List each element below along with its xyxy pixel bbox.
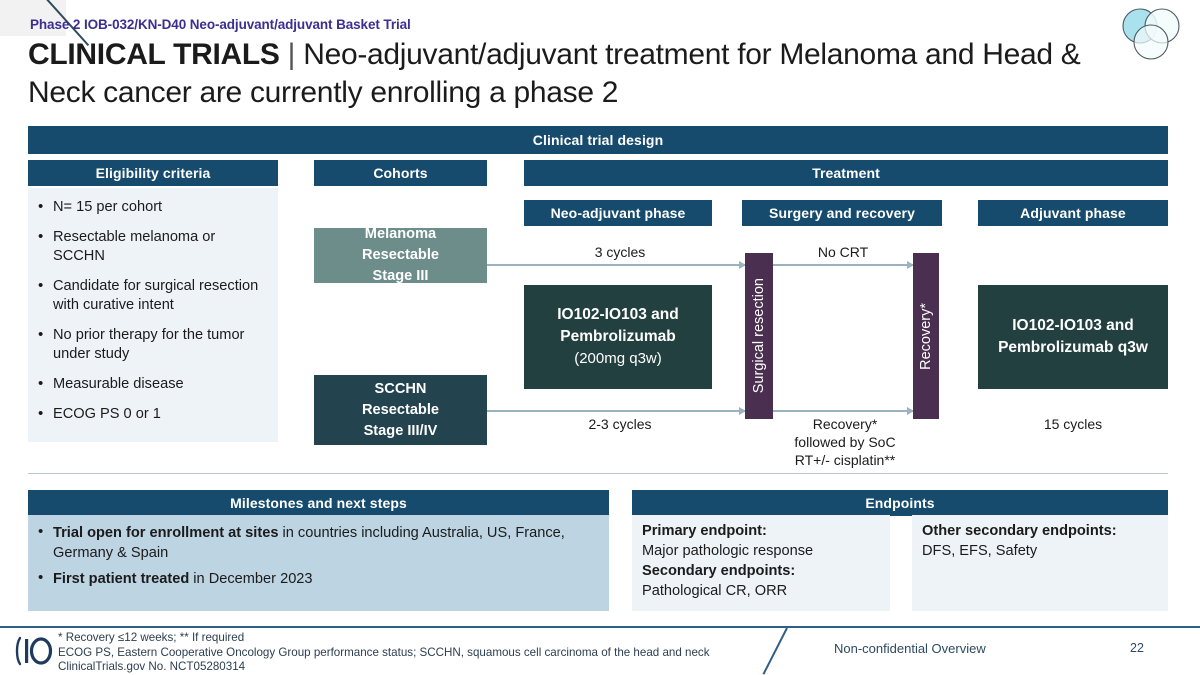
milestone-rest-2: in December 2023 <box>189 571 313 587</box>
milestones-panel: Trial open for enrollment at sites in co… <box>28 515 609 611</box>
neoadjuvant-phase-header: Neo-adjuvant phase <box>524 200 712 226</box>
list-item: Trial open for enrollment at sites in co… <box>36 522 595 563</box>
adj-line-1: IO102-IO103 and <box>1012 317 1134 334</box>
section-divider <box>28 473 1168 474</box>
io-wordmark-logo <box>15 636 53 666</box>
primary-endpoint-value: Major pathologic response <box>642 543 814 559</box>
label-melanoma-cycles: 3 cycles <box>594 244 646 260</box>
footer-page-number: 22 <box>1130 641 1144 655</box>
endpoints-panel: Primary endpoint: Major pathologic respo… <box>632 515 1168 611</box>
footer-note-2: ECOG PS, Eastern Cooperative Oncology Gr… <box>58 645 710 659</box>
recovery-bar: Recovery* <box>913 253 939 419</box>
milestone-bold-1: Trial open for enrollment at sites <box>53 525 279 541</box>
milestones-header: Milestones and next steps <box>28 490 609 516</box>
list-item: Measurable disease <box>36 374 268 394</box>
eligibility-criteria-panel: N= 15 per cohort Resectable melanoma or … <box>28 188 278 442</box>
list-item: No prior therapy for the tumor under stu… <box>36 325 268 364</box>
eligibility-criteria-header: Eligibility criteria <box>28 160 278 186</box>
arrow-melanoma-to-surgery <box>487 261 746 269</box>
secondary-endpoints-label: Secondary endpoints: <box>642 563 796 579</box>
slide-kicker: Phase 2 IOB-032/KN-D40 Neo-adjuvant/adju… <box>30 17 411 32</box>
footer-confidentiality-label: Non-confidential Overview <box>834 641 986 656</box>
recovery-label: Recovery* <box>918 302 934 370</box>
list-item: Candidate for surgical resection with cu… <box>36 276 268 315</box>
list-item: First patient treated in December 2023 <box>36 568 595 589</box>
title-separator: | <box>287 38 296 71</box>
eligibility-list: N= 15 per cohort Resectable melanoma or … <box>36 197 268 424</box>
footer-note-3: ClinicalTrials.gov No. NCT05280314 <box>58 660 246 674</box>
footer-note-1: * Recovery ≤12 weeks; ** If required <box>58 631 245 644</box>
label-scchn-cycles: 2-3 cycles <box>588 416 652 432</box>
milestone-bold-2: First patient treated <box>53 571 190 587</box>
page-title: CLINICAL TRIALS | Neo-adjuvant/adjuvant … <box>28 36 1118 112</box>
footer-diagonal-line <box>762 627 788 675</box>
neoadjuvant-treatment-box: IO102-IO103 and Pembrolizumab (200mg q3w… <box>524 285 712 389</box>
endpoints-column-other: Other secondary endpoints: DFS, EFS, Saf… <box>912 515 1168 611</box>
surgical-resection-bar: Surgical resection <box>745 253 773 419</box>
adjuvant-phase-header: Adjuvant phase <box>978 200 1168 226</box>
neo-line-1: IO102-IO103 and <box>557 306 679 323</box>
arrow-surgery-to-recovery-bottom <box>773 407 914 415</box>
list-item: Resectable melanoma or SCCHN <box>36 227 268 266</box>
label-no-crt: No CRT <box>817 244 869 260</box>
neo-line-3: (200mg q3w) <box>574 350 662 367</box>
arrow-surgery-to-recovery-top <box>773 261 914 269</box>
adjuvant-treatment-box: IO102-IO103 and Pembrolizumab q3w <box>978 285 1168 389</box>
milestone-rest-1: in countries including Australia, US, Fr… <box>53 525 565 561</box>
footer-notes: * Recovery ≤12 weeks; ** If required ECO… <box>58 631 758 675</box>
surgery-recovery-header: Surgery and recovery <box>742 200 942 226</box>
footer-rule <box>0 626 1200 628</box>
clinical-trial-design-banner: Clinical trial design <box>28 126 1168 154</box>
primary-endpoint-label: Primary endpoint: <box>642 523 767 539</box>
surgical-resection-label: Surgical resection <box>751 278 767 394</box>
neo-line-2: Pembrolizumab <box>560 328 676 345</box>
list-item: ECOG PS 0 or 1 <box>36 404 268 424</box>
cohorts-header: Cohorts <box>314 160 487 186</box>
label-adjuvant-cycles: 15 cycles <box>1043 416 1103 432</box>
three-circles-logo <box>1122 8 1180 60</box>
secondary-endpoints-value: Pathological CR, ORR <box>642 583 788 599</box>
list-item: N= 15 per cohort <box>36 197 268 217</box>
title-rest: Neo-adjuvant/adjuvant treatment for Mela… <box>28 38 1081 109</box>
treatment-header: Treatment <box>524 160 1168 186</box>
title-bold-part: CLINICAL TRIALS <box>28 38 280 71</box>
arrow-scchn-to-surgery <box>487 407 746 415</box>
milestones-list: Trial open for enrollment at sites in co… <box>36 522 595 589</box>
endpoints-header: Endpoints <box>632 490 1168 516</box>
endpoints-column-primary: Primary endpoint: Major pathologic respo… <box>632 515 890 611</box>
adj-line-2: Pembrolizumab q3w <box>998 339 1148 356</box>
other-endpoints-label: Other secondary endpoints: <box>922 523 1117 539</box>
other-endpoints-value: DFS, EFS, Safety <box>922 543 1038 559</box>
